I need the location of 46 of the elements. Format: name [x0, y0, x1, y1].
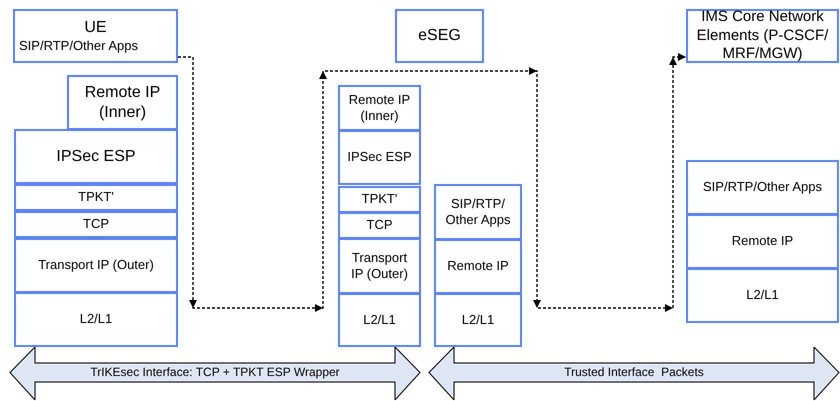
sub-label: SIP/RTP/Other Apps: [19, 38, 138, 54]
layer-label: L2/L1: [80, 311, 112, 328]
protocol-layer-box: [14, 184, 178, 211]
layer-label: IPSec ESP: [347, 149, 412, 166]
layer-label: Remote IP: [447, 258, 509, 275]
dotted-arrow: [178, 53, 686, 312]
layer-label: Remote IP: [732, 233, 794, 250]
layer-label: L2/L1: [746, 287, 779, 304]
layer-label: TCP: [83, 216, 109, 233]
layer-label: L2/L1: [462, 312, 494, 328]
protocol-layer-box: [434, 239, 522, 294]
protocol-layer-box: [338, 130, 421, 185]
protocol-layer-box: [14, 292, 178, 347]
protocol-layer-box: [686, 268, 839, 323]
interface-label: Trusted Interface Packets: [564, 364, 704, 381]
protocol-layer-box: [338, 212, 421, 239]
layer-label: Transport IP (Outer): [38, 257, 154, 274]
layer-label: TCP: [366, 217, 392, 234]
protocol-layer-box: [395, 9, 484, 63]
protocol-layer-box: [686, 9, 839, 63]
protocol-layer-box: [338, 293, 421, 347]
protocol-layer-box: [686, 214, 839, 269]
protocol-layer-box: [434, 293, 522, 347]
protocol-layer-box: [14, 211, 178, 238]
layer-label: UE: [84, 18, 107, 38]
protocol-layer-box: [434, 184, 522, 240]
entity-box: [13, 9, 178, 63]
protocol-layer-box: [338, 85, 421, 131]
layer-label: SIP/RTP/ Other Apps: [444, 196, 512, 228]
protocol-layer-box: [67, 75, 178, 130]
layer-label: Transport IP (Outer): [350, 250, 409, 282]
layer-label: Remote IP (Inner): [348, 92, 412, 124]
layer-label: eSEG: [418, 26, 461, 46]
layer-label: SIP/RTP/Other Apps: [703, 179, 822, 196]
protocol-layer-box: [338, 186, 421, 213]
layer-label: TPKT': [78, 189, 114, 206]
protocol-layer-box: [14, 129, 178, 184]
protocol-layer-box: [14, 238, 178, 293]
layer-label: Remote IP (Inner): [84, 82, 162, 122]
protocol-layer-box: [338, 238, 421, 294]
layer-label: IPSec ESP: [56, 146, 136, 166]
layer-label: L2/L1: [363, 312, 396, 328]
interface-label: TrIKEsec Interface: TCP + TPKT ESP Wrapper: [90, 364, 340, 381]
layer-label: IMS Core Network Elements (P-CSCF/ MRF/MGW): [696, 8, 830, 64]
protocol-layer-box: [686, 160, 839, 215]
layer-label: TPKT': [362, 191, 398, 208]
